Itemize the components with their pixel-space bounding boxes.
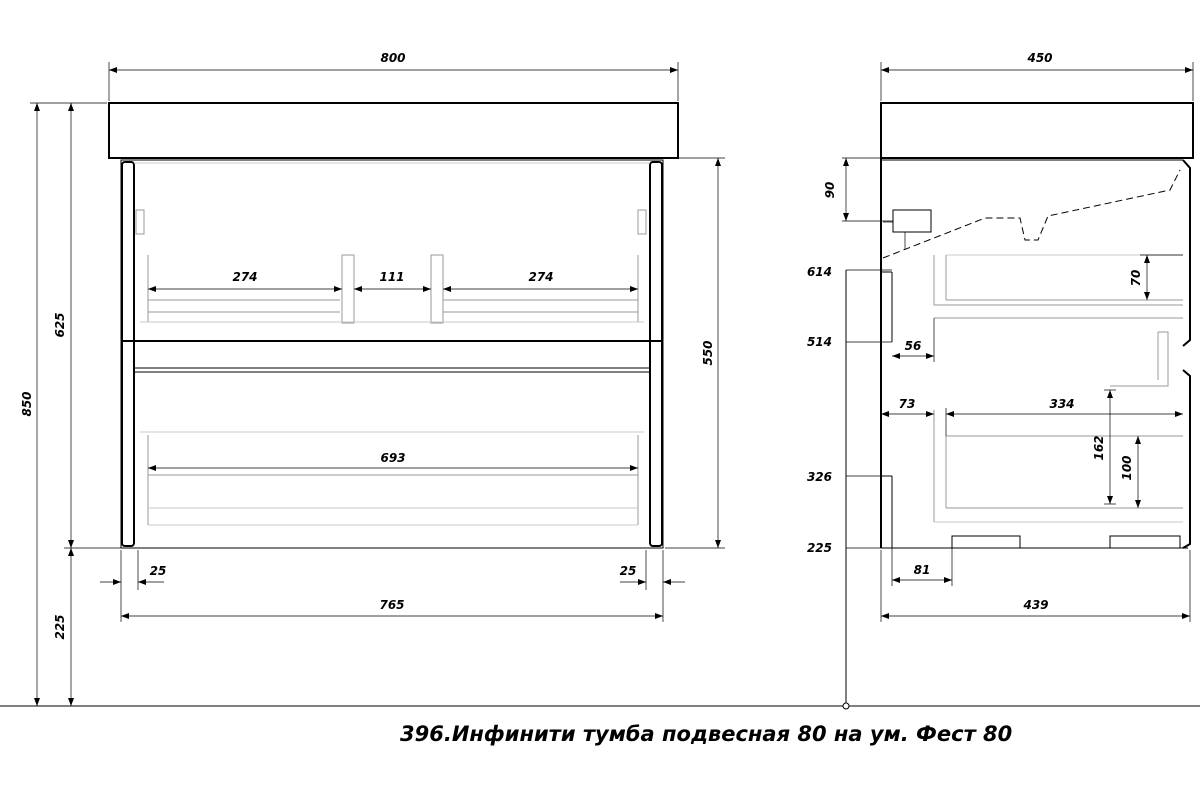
dim-height-625: 625	[53, 312, 67, 337]
side-view: 450 90 614 514 326 225 70 56 73 334 162	[807, 51, 1194, 622]
dim-top-width: 800	[380, 51, 405, 65]
dim-height-162: 162	[1092, 435, 1106, 460]
dim-top-depth: 450	[1026, 51, 1052, 65]
dim-total-height: 850	[20, 391, 34, 416]
side-countertop	[880, 102, 1194, 159]
dim-lower-drawer-width: 693	[380, 451, 405, 465]
dim-drawer-inner-left: 274	[232, 270, 257, 284]
dim-body-depth: 439	[1022, 598, 1048, 612]
level-225: 225	[807, 541, 832, 555]
dim-drawer-height-70: 70	[1129, 270, 1143, 287]
front-cabinet-body	[120, 159, 664, 549]
dim-body-width: 765	[379, 598, 404, 612]
level-326: 326	[807, 470, 832, 484]
dim-drawer-gap: 111	[379, 270, 404, 284]
front-countertop	[108, 102, 679, 159]
dim-height-100: 100	[1120, 455, 1134, 480]
dim-side-left: 25	[150, 564, 167, 578]
dim-side-right: 25	[620, 564, 637, 578]
floor-marker	[842, 702, 850, 710]
dim-height-225: 225	[53, 614, 67, 639]
dim-cabinet-height: 550	[701, 340, 715, 365]
dim-90: 90	[823, 182, 837, 199]
dim-offset-81: 81	[914, 563, 931, 577]
drawing-caption: 396.Инфинити тумба подвесная 80 на ум. Ф…	[400, 722, 1013, 746]
dim-drawer-depth: 334	[1049, 397, 1074, 411]
dim-drawer-inner-right: 274	[528, 270, 553, 284]
dim-offset-73: 73	[899, 397, 916, 411]
level-514: 514	[807, 335, 832, 349]
level-614: 614	[807, 265, 832, 279]
front-view: 800 850 625 225 550 274 111 274 693	[20, 51, 725, 707]
dim-offset-56: 56	[905, 339, 922, 353]
